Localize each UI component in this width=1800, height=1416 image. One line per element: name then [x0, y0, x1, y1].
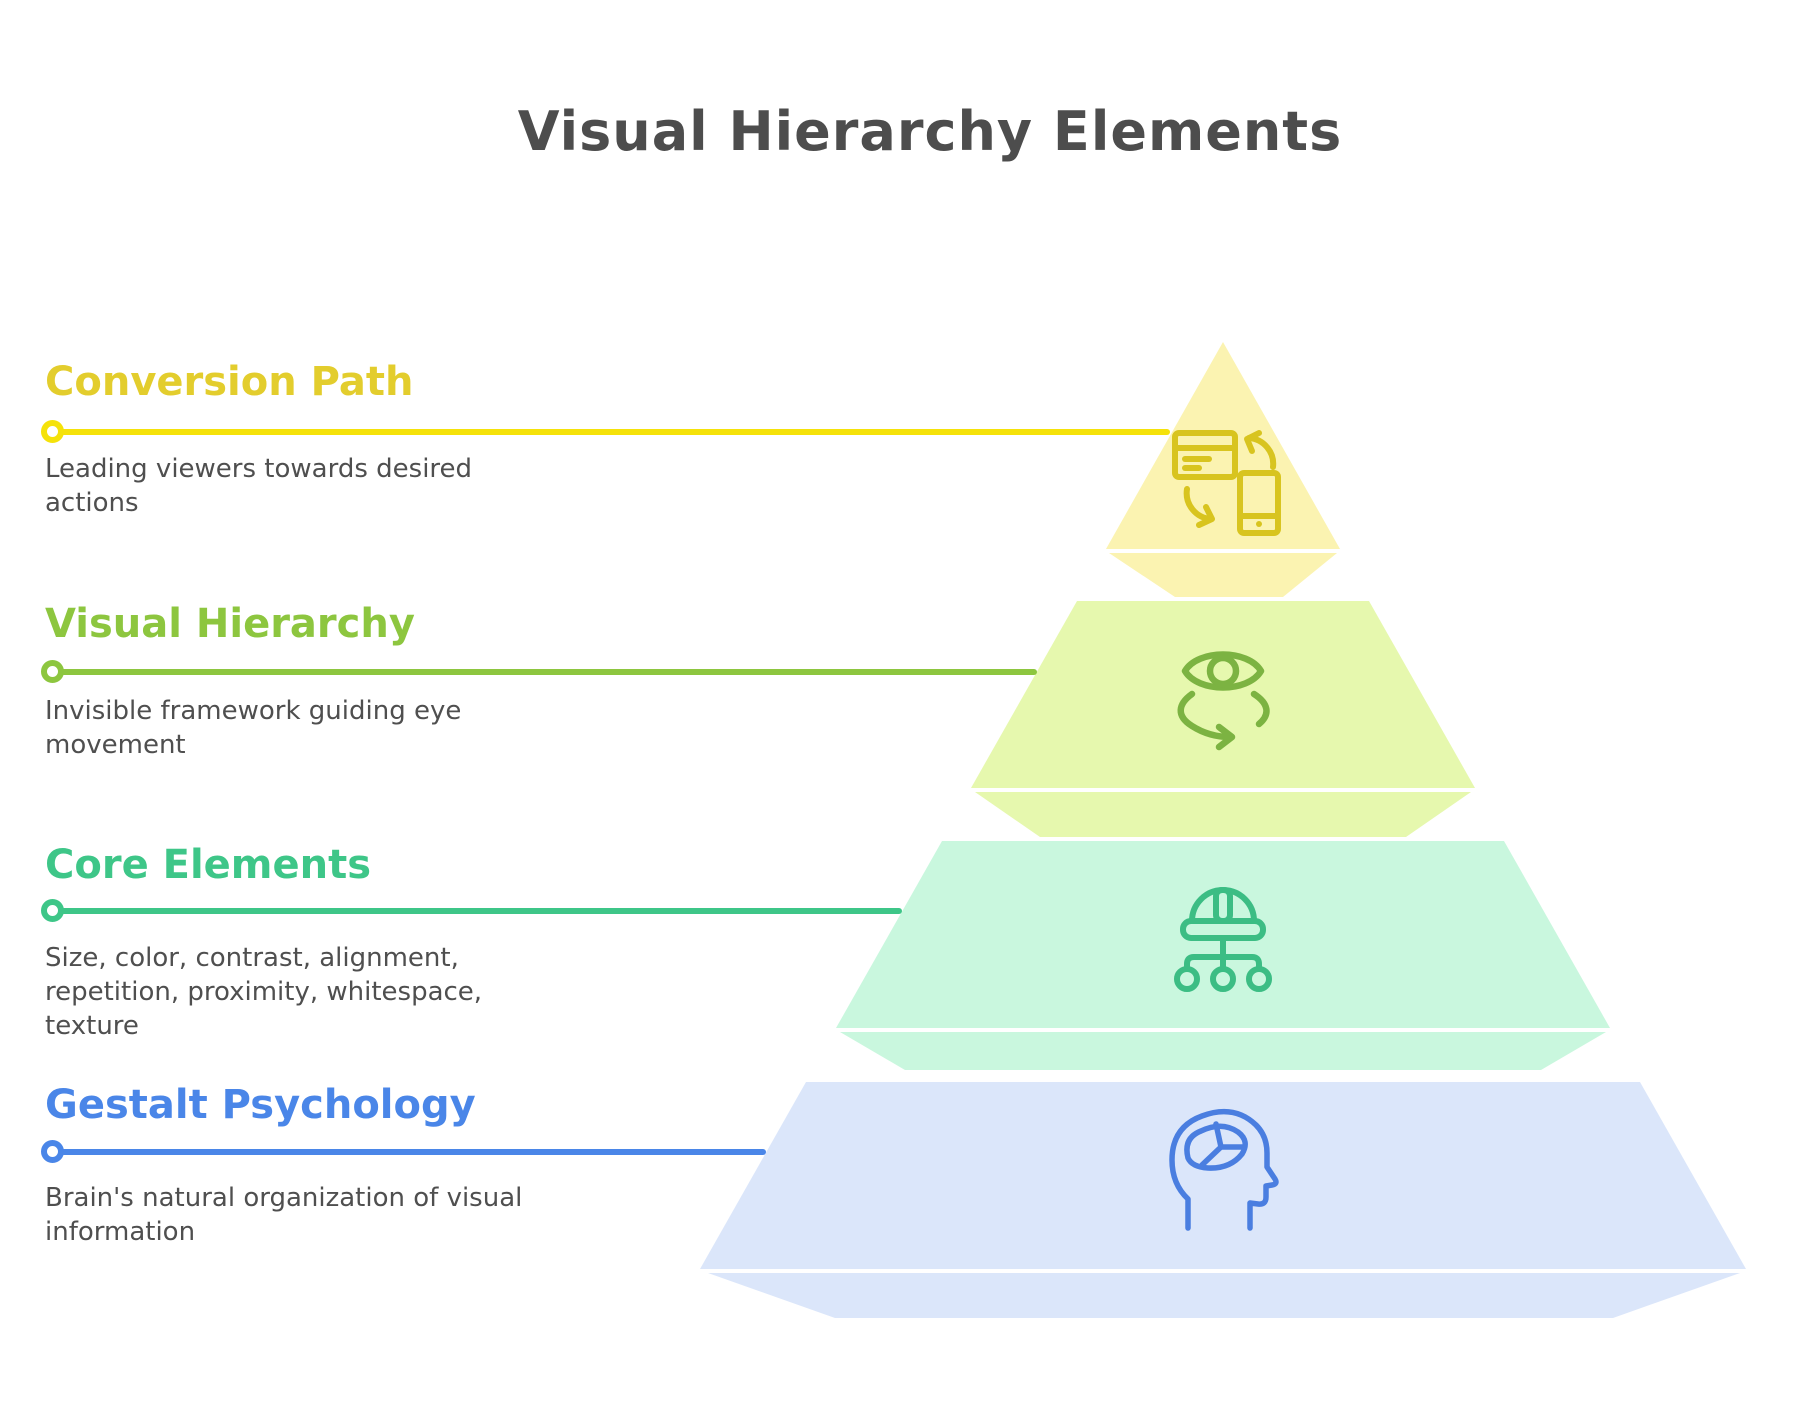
devices-sync-icon: [1172, 430, 1281, 536]
section-visual-hierarchy: Visual Hierarchy Invisible framework gui…: [45, 600, 461, 760]
connector-line-gestalt-psychology: [52, 1149, 766, 1155]
connector-dot-conversion-path: [41, 420, 64, 443]
connector-line-conversion-path: [52, 429, 1170, 435]
pyramid-level-3-base-shadow: [840, 1032, 1606, 1070]
page-title: Visual Hierarchy Elements: [517, 100, 1343, 163]
connector-line-core-elements: [52, 908, 902, 914]
pyramid-level-3-shape: [836, 841, 1610, 1028]
pyramid-level-2-base-shadow: [975, 792, 1471, 837]
section-visual-hierarchy-title: Visual Hierarchy: [45, 601, 415, 647]
pyramid-level-4-base-shadow: [708, 1273, 1740, 1318]
section-core-elements: Core Elements Size, color, contrast, ali…: [45, 841, 482, 1041]
hardhat-structure-icon: [1174, 887, 1272, 992]
section-gestalt-psychology: Gestalt Psychology Brain's natural organ…: [45, 1081, 522, 1247]
section-gestalt-psychology-title: Gestalt Psychology: [45, 1082, 476, 1128]
connector-dot-gestalt-psychology: [41, 1140, 64, 1163]
pyramid-level-4-shape: [700, 1082, 1746, 1269]
section-conversion-path-title: Conversion Path: [45, 359, 414, 405]
connector-dot-core-elements: [41, 899, 64, 922]
connector-dot-visual-hierarchy: [41, 660, 64, 683]
section-gestalt-psychology-description: Brain's natural organization of visual i…: [45, 1183, 523, 1247]
section-core-elements-description: Size, color, contrast, alignment, repeti…: [45, 943, 483, 1041]
section-conversion-path: Conversion Path Leading viewers towards …: [45, 358, 472, 518]
pyramid-level-1-base-shadow: [1109, 553, 1337, 597]
section-conversion-path-description: Leading viewers towards desired actions: [45, 454, 473, 518]
eye-motion-icon: [1177, 651, 1270, 751]
section-visual-hierarchy-description: Invisible framework guiding eye movement: [45, 696, 462, 760]
pyramid-level-2-shape: [971, 601, 1475, 788]
brain-head-icon: [1169, 1108, 1279, 1231]
connector-line-visual-hierarchy: [52, 669, 1037, 675]
section-core-elements-title: Core Elements: [45, 842, 371, 888]
